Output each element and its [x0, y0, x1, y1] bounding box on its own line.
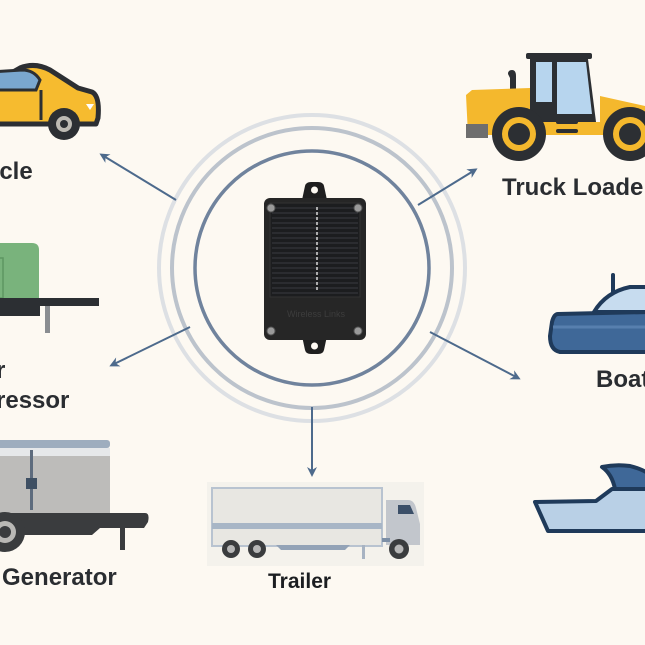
label-air-compressor-line2: ressor [0, 387, 70, 414]
arrow-to-air-compressor [109, 326, 191, 367]
label-air-compressor: r ressor [0, 356, 69, 416]
speedboat-icon [533, 463, 645, 533]
device-brand-text: Wireless Links [287, 309, 346, 319]
label-mobile-generator: e Generator [0, 564, 117, 591]
boat-icon [548, 273, 645, 354]
signal-ring-inner [193, 149, 431, 387]
arrow-to-vehicle [99, 153, 177, 201]
generator-trailer-icon [0, 440, 149, 552]
semi-trailer-truck-icon [207, 482, 424, 566]
wheel-loader-icon [466, 53, 645, 161]
label-boat: Boat [596, 366, 645, 393]
connection-arrows [99, 153, 521, 477]
solar-gps-tracker-icon: Wireless Links [264, 182, 366, 354]
label-vehicle: hicle [0, 158, 33, 185]
car-icon [0, 62, 101, 140]
label-air-compressor-line1: r [0, 357, 6, 384]
arrow-to-boat [429, 331, 521, 380]
label-truck-loader: Truck Loade [502, 174, 644, 201]
compressor-trailer-icon [0, 243, 99, 333]
arrow-to-truck-loader [417, 168, 478, 206]
label-trailer: Trailer [268, 570, 332, 593]
